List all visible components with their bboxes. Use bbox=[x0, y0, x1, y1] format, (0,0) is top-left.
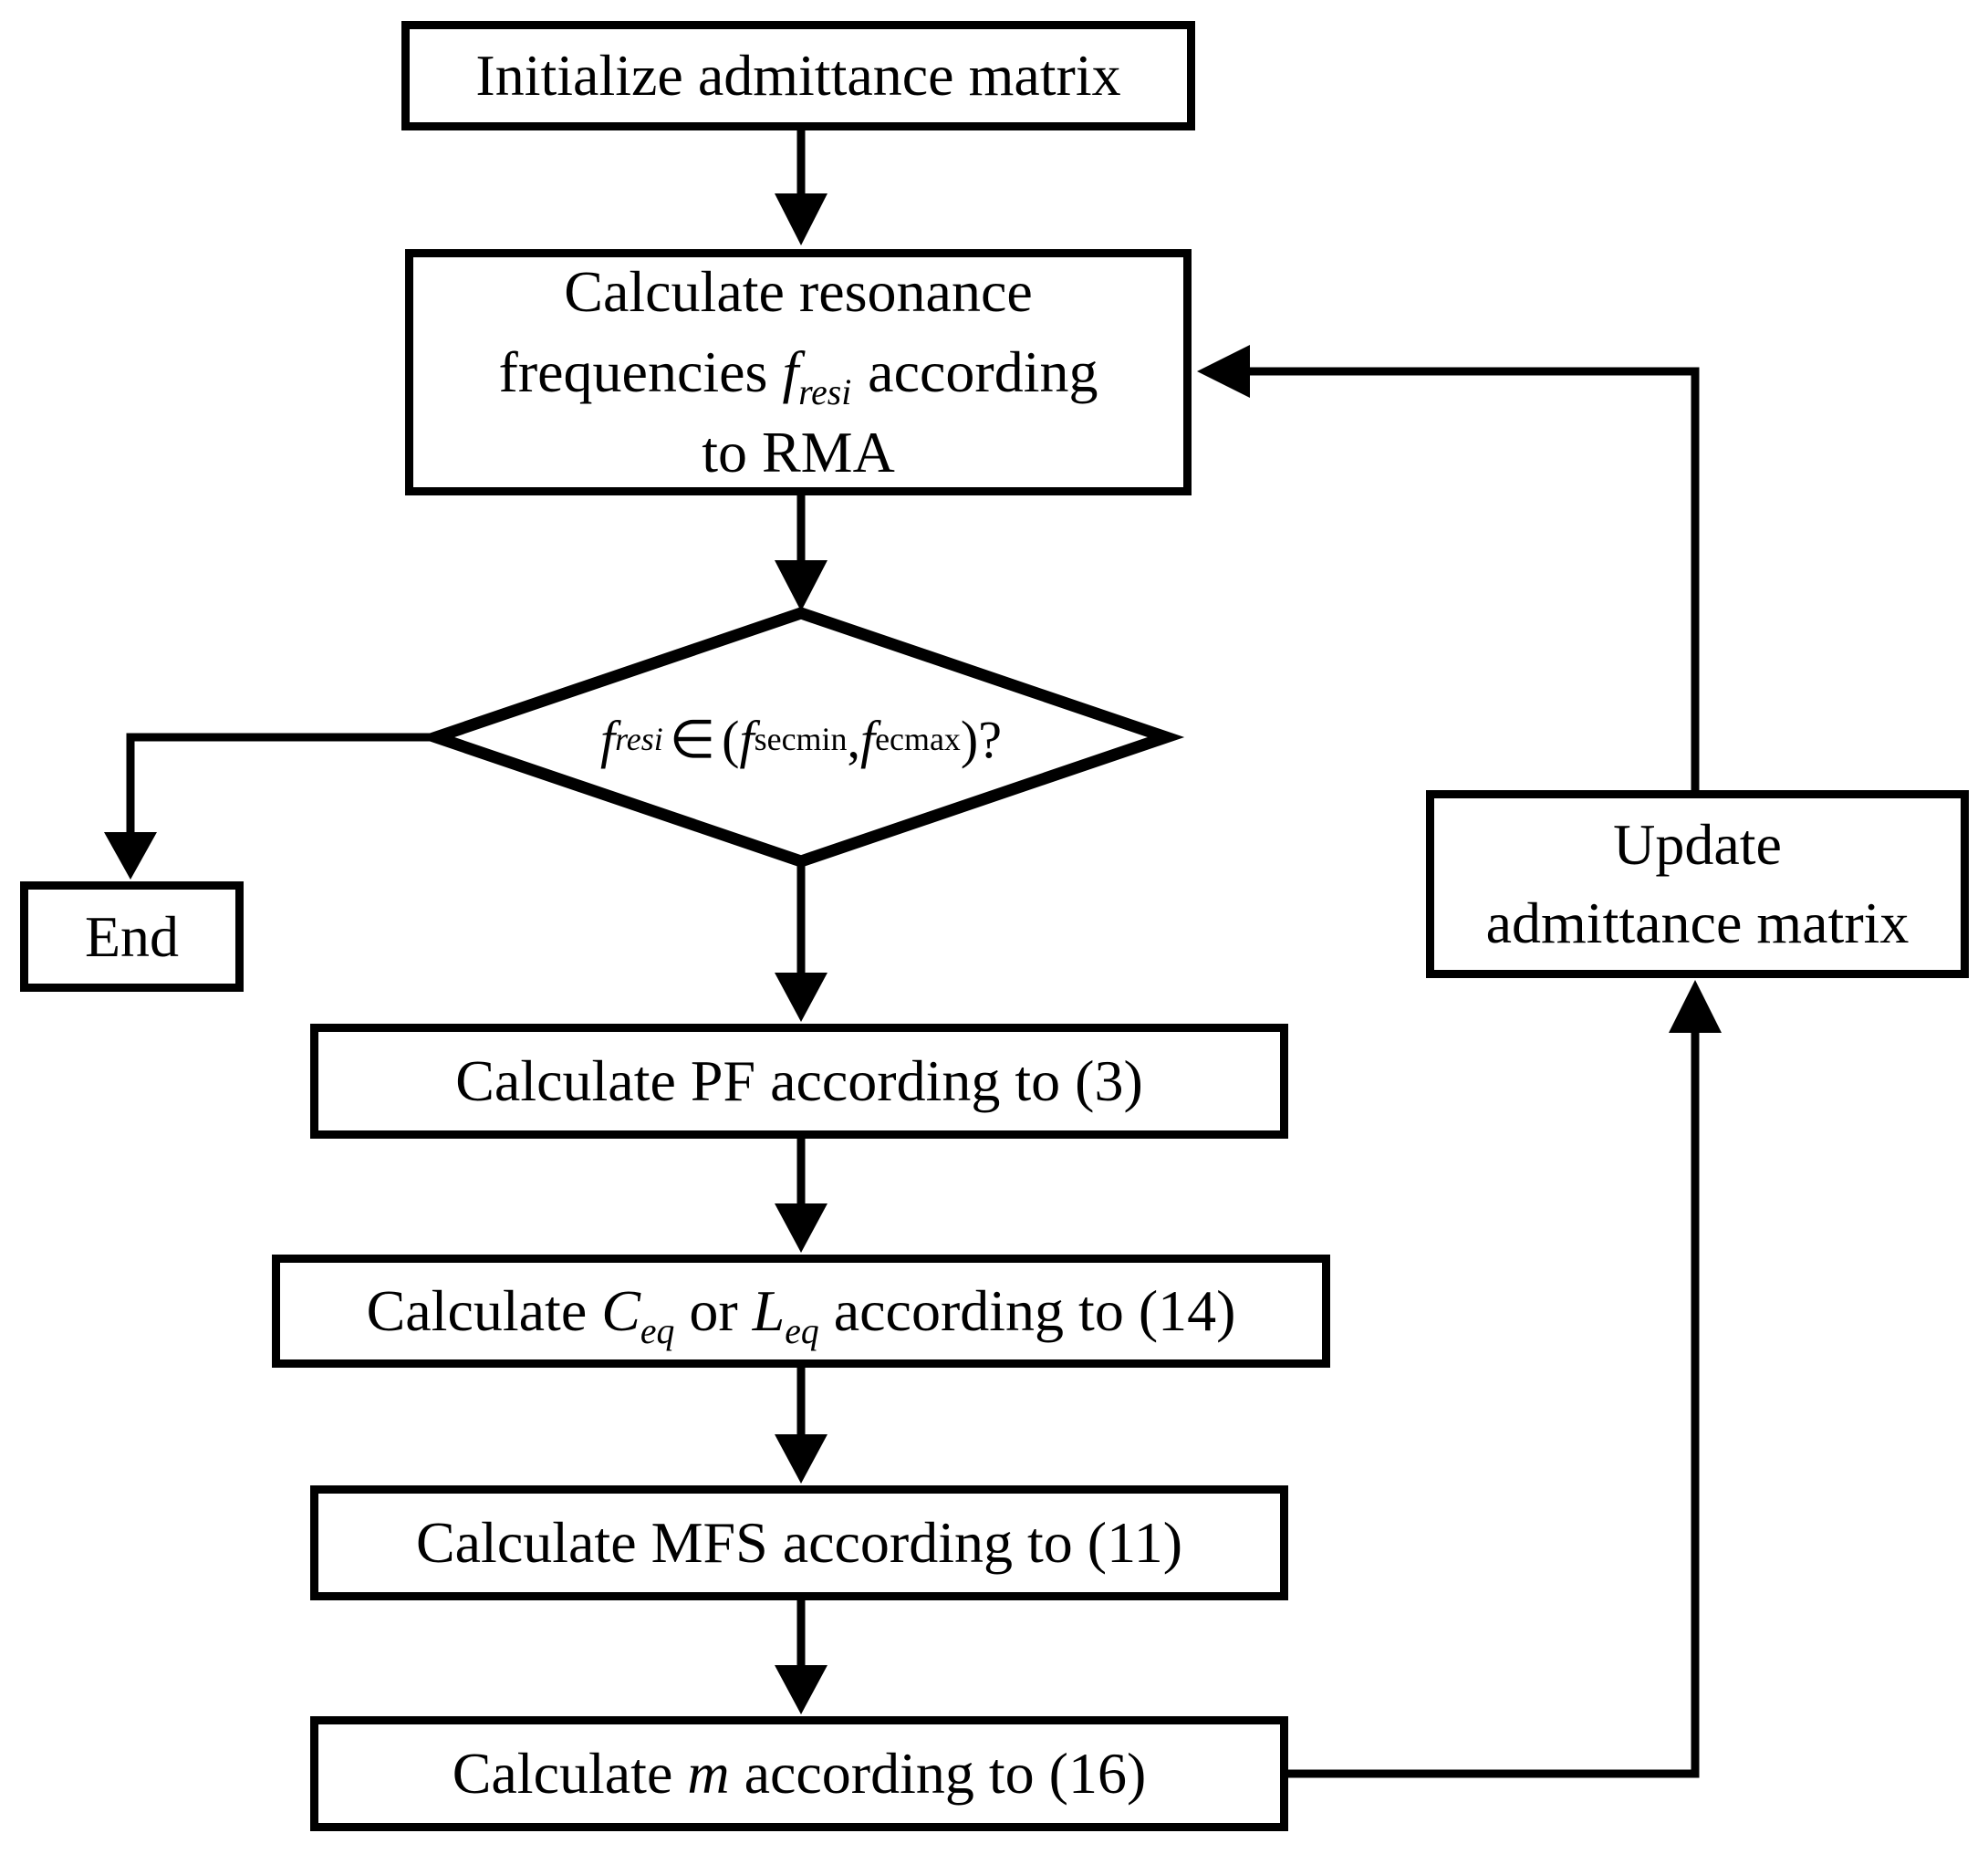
edge-decision-end-line bbox=[126, 733, 436, 834]
node-initialize-admittance-matrix: Initialize admittance matrix bbox=[401, 21, 1195, 130]
edge-update-resonance-line bbox=[1248, 367, 1700, 790]
node-text-line: to RMA bbox=[702, 420, 895, 484]
math-sub-eq: eq bbox=[785, 1311, 819, 1352]
math-sub-resi: resi bbox=[798, 371, 852, 412]
edge-resonance-decision-arrowhead bbox=[775, 560, 827, 611]
node-label: End bbox=[84, 903, 180, 969]
math-var-f: f bbox=[859, 709, 876, 769]
node-calculate-m: Calculate m according to (16) bbox=[310, 1716, 1288, 1831]
edge-m-update-line bbox=[1288, 1031, 1700, 1778]
node-text-line: Update bbox=[1613, 812, 1782, 877]
node-label: Calculate MFS according to (11) bbox=[415, 1510, 1183, 1576]
node-text-line: Calculate resonance bbox=[564, 259, 1033, 324]
node-label: Calculate PF according to (3) bbox=[455, 1048, 1143, 1114]
math-var-C: C bbox=[601, 1278, 640, 1344]
math-var-f: f bbox=[782, 339, 799, 404]
edge-m-update-arrowhead bbox=[1669, 980, 1722, 1033]
edge-init-resonance-arrowhead bbox=[775, 193, 827, 245]
node-end: End bbox=[20, 881, 244, 992]
node-text-line: admittance matrix bbox=[1485, 891, 1910, 955]
math-var-f: f bbox=[739, 709, 755, 769]
edge-ceq-mfs-arrowhead bbox=[775, 1434, 827, 1484]
math-sub-eq: eq bbox=[640, 1311, 675, 1352]
math-var-f: f bbox=[600, 709, 616, 769]
element-of-symbol: ∈ bbox=[669, 710, 716, 769]
node-calculate-pf: Calculate PF according to (3) bbox=[310, 1024, 1288, 1139]
math-var-m: m bbox=[687, 1741, 730, 1807]
edge-pf-ceq-arrowhead bbox=[775, 1203, 827, 1253]
node-text-line: Calculate Ceq or Leq according to (14) bbox=[366, 1278, 1236, 1352]
edge-update-resonance-arrowhead bbox=[1197, 345, 1250, 398]
edge-decision-pf-arrowhead bbox=[775, 973, 827, 1022]
node-calculate-mfs: Calculate MFS according to (11) bbox=[310, 1485, 1288, 1600]
node-calculate-ceq-leq: Calculate Ceq or Leq according to (14) bbox=[272, 1255, 1330, 1368]
node-text-line: Calculate m according to (16) bbox=[452, 1741, 1147, 1807]
edge-mfs-m-arrowhead bbox=[775, 1665, 827, 1714]
math-var-L: L bbox=[752, 1278, 786, 1344]
node-label: Initialize admittance matrix bbox=[475, 43, 1121, 109]
node-update-admittance-matrix: Update admittance matrix bbox=[1426, 790, 1969, 978]
edge-decision-end-arrowhead bbox=[104, 832, 157, 880]
